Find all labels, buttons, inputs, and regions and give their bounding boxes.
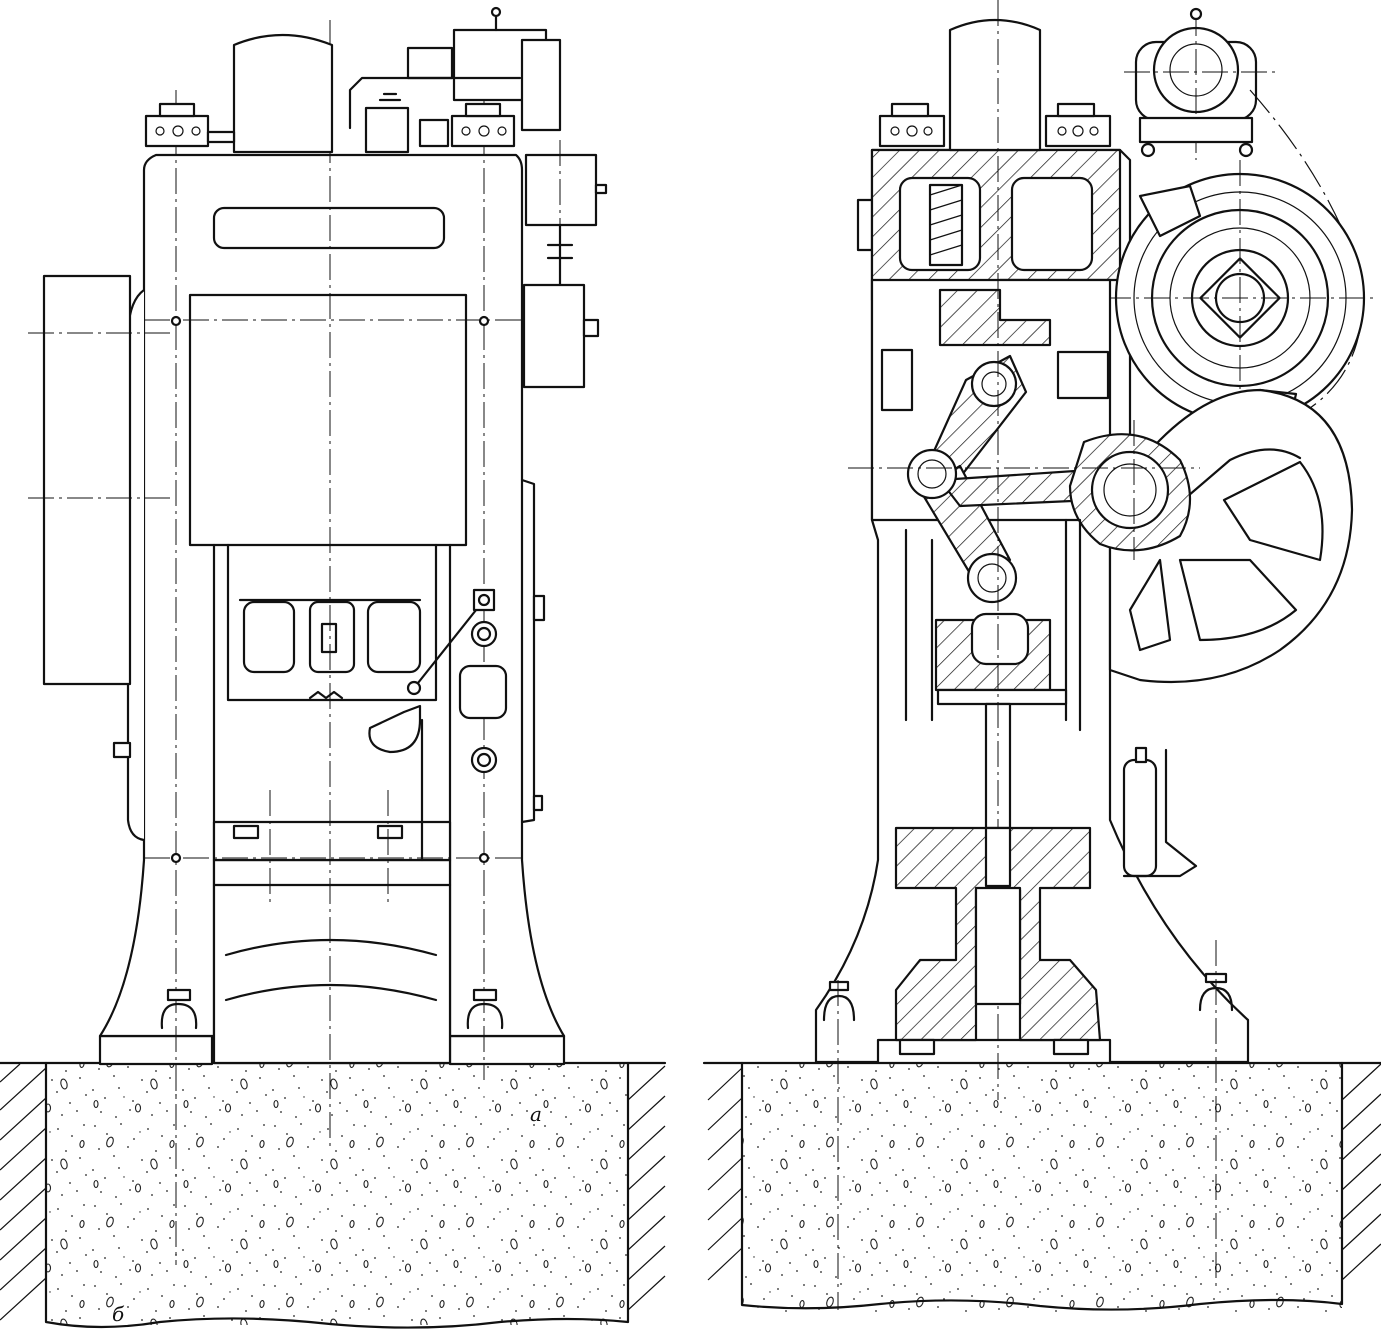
side-ground-hatch [707, 1063, 1381, 1281]
side-foundation [742, 1063, 1342, 1313]
side-motor [948, 18, 1042, 152]
side-lubricator [1122, 758, 1158, 878]
front-flywheel-guard [42, 274, 132, 686]
side-view [702, 0, 1381, 1313]
front-view-label-b: б [112, 1302, 125, 1326]
front-base-plate-right [448, 1034, 566, 1066]
front-ground-hatch-right [627, 1065, 666, 1311]
front-side-motor-lower [522, 283, 586, 389]
front-view [0, 6, 667, 1329]
front-tie-nut-right [450, 114, 516, 148]
front-bolster [212, 820, 452, 862]
front-slide [188, 293, 468, 547]
front-view-label-a: а [530, 1102, 542, 1126]
front-base-plate-left [98, 1034, 214, 1066]
front-ground-hatch-left [0, 1063, 47, 1321]
side-toggle-linkage [848, 354, 1200, 604]
front-anchor-bolts [160, 988, 504, 1030]
front-motor [232, 33, 334, 154]
front-tie-nut-left [144, 114, 210, 148]
front-side-motor-upper [524, 153, 598, 227]
front-foundation [46, 1063, 628, 1325]
front-crown-slot [212, 206, 446, 250]
